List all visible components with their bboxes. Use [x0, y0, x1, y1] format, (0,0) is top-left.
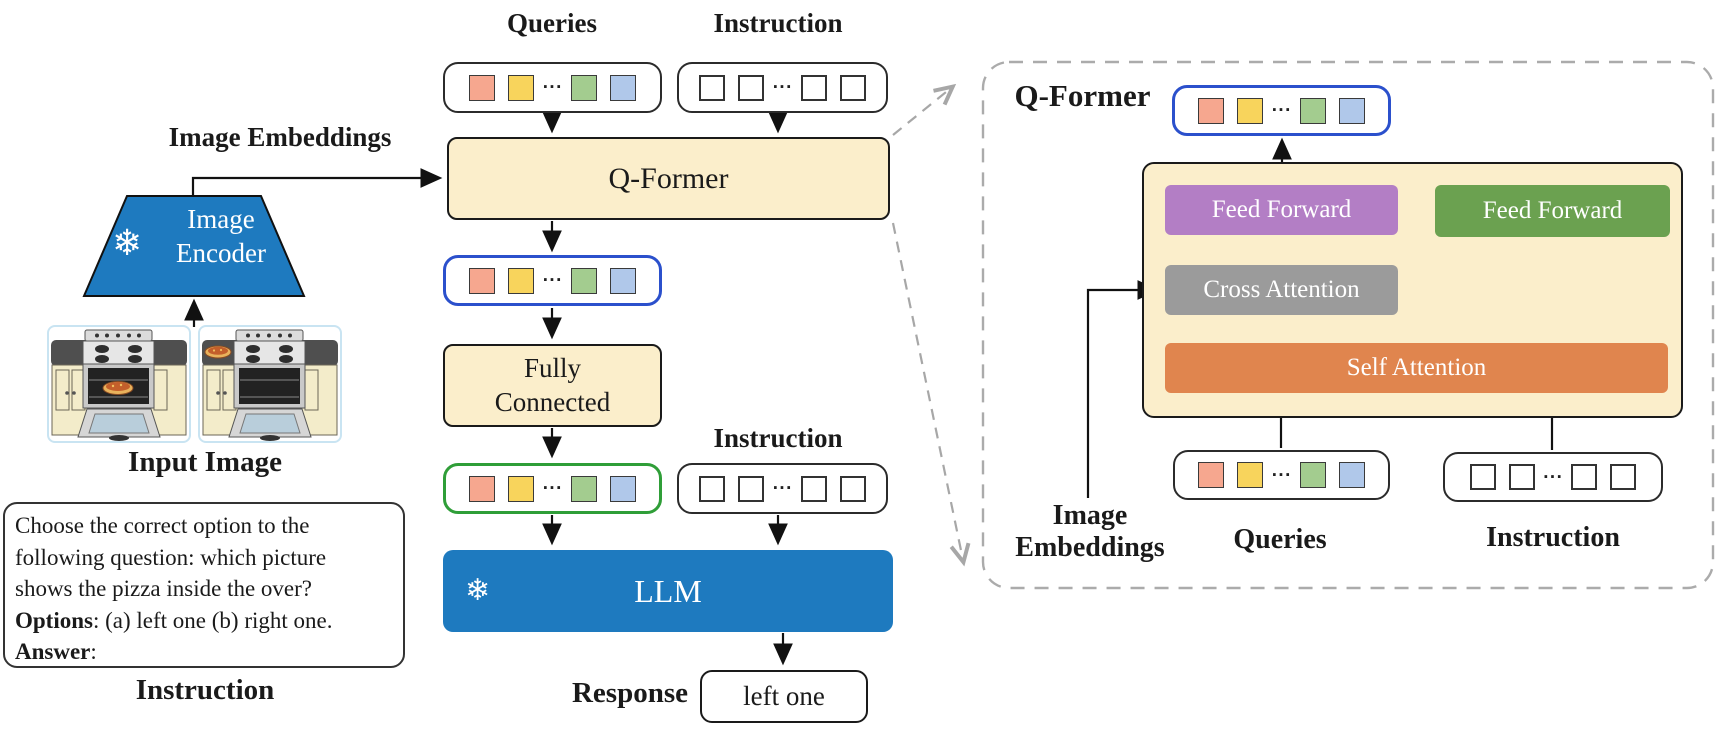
instruction-token: [1610, 464, 1637, 490]
instruction-line: following question: which picture: [15, 544, 327, 570]
answer-label: Answer: [15, 639, 91, 664]
instruction-line: Choose the correct option to the: [15, 513, 310, 538]
ellipsis: ···: [542, 78, 563, 96]
ellipsis: ···: [1271, 101, 1292, 119]
query-token: [508, 475, 535, 502]
instruction-line: shows the pizza inside the over?: [15, 576, 312, 601]
feed-forward-right-label: Feed Forward: [1482, 197, 1623, 224]
response-label: Response: [571, 677, 688, 709]
instruction-token: [839, 475, 866, 502]
ellipsis: ···: [1271, 465, 1292, 484]
cross-attention-module: Cross Attention: [1165, 265, 1398, 315]
zoom-arrow-bottom: [891, 222, 963, 560]
query-token: [469, 267, 496, 294]
query-token: [1299, 462, 1326, 488]
instruction-token: [699, 475, 726, 502]
input-image-left-oven: [47, 325, 191, 443]
qformer-zoom-title: Q-Former: [1014, 78, 1151, 113]
options-text: : (a) left one (b) right one.: [92, 607, 333, 633]
input-image-right-oven: [198, 325, 342, 443]
image-embeddings-right-line2: Embeddings: [1015, 532, 1165, 564]
feed-forward-left-module: Feed Forward: [1165, 185, 1398, 235]
fully-connected-label-line1: Fully: [523, 352, 582, 383]
instruction-token: [699, 74, 726, 101]
query-token: [1237, 462, 1264, 488]
fully-connected-label-line2: Connected: [494, 386, 611, 417]
instruction-token: [1469, 464, 1496, 490]
qformer-zoom-queries-pill: ···: [1173, 450, 1390, 500]
instruction-answer-line: Answer:: [15, 636, 393, 668]
qformer-zoom-output-pill: ···: [1172, 85, 1391, 136]
query-token: [1198, 462, 1225, 488]
feed-forward-left-label: Feed Forward: [1211, 196, 1352, 223]
instruction-token: [839, 74, 866, 101]
options-label: Options: [15, 607, 93, 633]
query-token: [570, 267, 597, 294]
instruction-token: [1508, 464, 1535, 490]
response-box: left one: [700, 670, 868, 723]
zoom-arrow-top: [892, 88, 951, 136]
query-token: [1338, 97, 1365, 124]
query-token: [1237, 97, 1264, 124]
zoom-connector-arrows: [891, 88, 963, 560]
instruction-tokens-pill: ···: [677, 62, 888, 113]
image-embeddings-right-line1: Image: [1052, 500, 1128, 531]
instruction-token: [1571, 464, 1598, 490]
ellipsis: ···: [772, 78, 793, 96]
self-attention-label: Self Attention: [1346, 354, 1487, 381]
query-token: [508, 267, 535, 294]
query-token: [508, 74, 535, 101]
instruction-prompt-box: Choose the correct option to the followi…: [3, 502, 405, 668]
image-embeddings-label: Image Embeddings: [168, 122, 392, 152]
cross-attention-label: Cross Attention: [1203, 276, 1360, 303]
answer-text: :: [90, 639, 97, 664]
query-token: [570, 74, 597, 101]
ellipsis: ···: [542, 271, 563, 289]
llm-box-label: LLM: [634, 572, 702, 609]
qformer-output-tokens-pill: ···: [443, 255, 662, 306]
ellipsis: ···: [772, 479, 793, 497]
ellipsis: ···: [542, 479, 563, 497]
response-value: left one: [743, 681, 825, 711]
instruction-label-top: Instruction: [713, 8, 843, 38]
snowflake-icon: ❄: [465, 573, 491, 608]
instruction-label-right: Instruction: [1486, 522, 1620, 553]
query-token: [570, 475, 597, 502]
query-token: [1338, 462, 1365, 488]
llm-box: ❄ LLM: [443, 550, 893, 632]
arrow-image-embeddings-to-qformer: [191, 168, 443, 196]
ellipsis: ···: [1542, 467, 1564, 486]
instruction-caption: Instruction: [135, 674, 275, 706]
qformer-zoom-instruction-pill: ···: [1443, 452, 1663, 502]
instruction-label-mid: Instruction: [713, 423, 843, 453]
image-encoder-label-line1: Image: [187, 204, 255, 234]
queries-label-top: Queries: [507, 8, 597, 38]
feed-forward-right-module: Feed Forward: [1435, 185, 1670, 237]
input-image-label: Input Image: [128, 446, 282, 478]
query-token: [469, 475, 496, 502]
snowflake-icon: ❄: [112, 223, 143, 264]
projected-tokens-pill: ···: [443, 463, 662, 514]
query-token: [609, 475, 636, 502]
query-token: [609, 74, 636, 101]
image-encoder-label-line2: Encoder: [176, 237, 266, 268]
query-tokens-pill: ···: [443, 62, 662, 113]
qformer-box: Q-Former: [447, 137, 890, 220]
queries-label-right: Queries: [1233, 524, 1327, 555]
fully-connected-box: Fully Connected: [443, 344, 662, 427]
instruction-tokens-pill-llm: ···: [677, 463, 888, 514]
instruction-token: [800, 475, 827, 502]
qformer-box-label: Q-Former: [608, 161, 729, 195]
instruction-token: [738, 475, 765, 502]
query-token: [609, 267, 636, 294]
instruction-options-line: Options: (a) left one (b) right one.: [15, 605, 393, 637]
query-token: [1198, 97, 1225, 124]
instruction-token: [738, 74, 765, 101]
instruction-token: [800, 74, 827, 101]
query-token: [1299, 97, 1326, 124]
query-token: [469, 74, 496, 101]
self-attention-module: Self Attention: [1165, 343, 1668, 393]
